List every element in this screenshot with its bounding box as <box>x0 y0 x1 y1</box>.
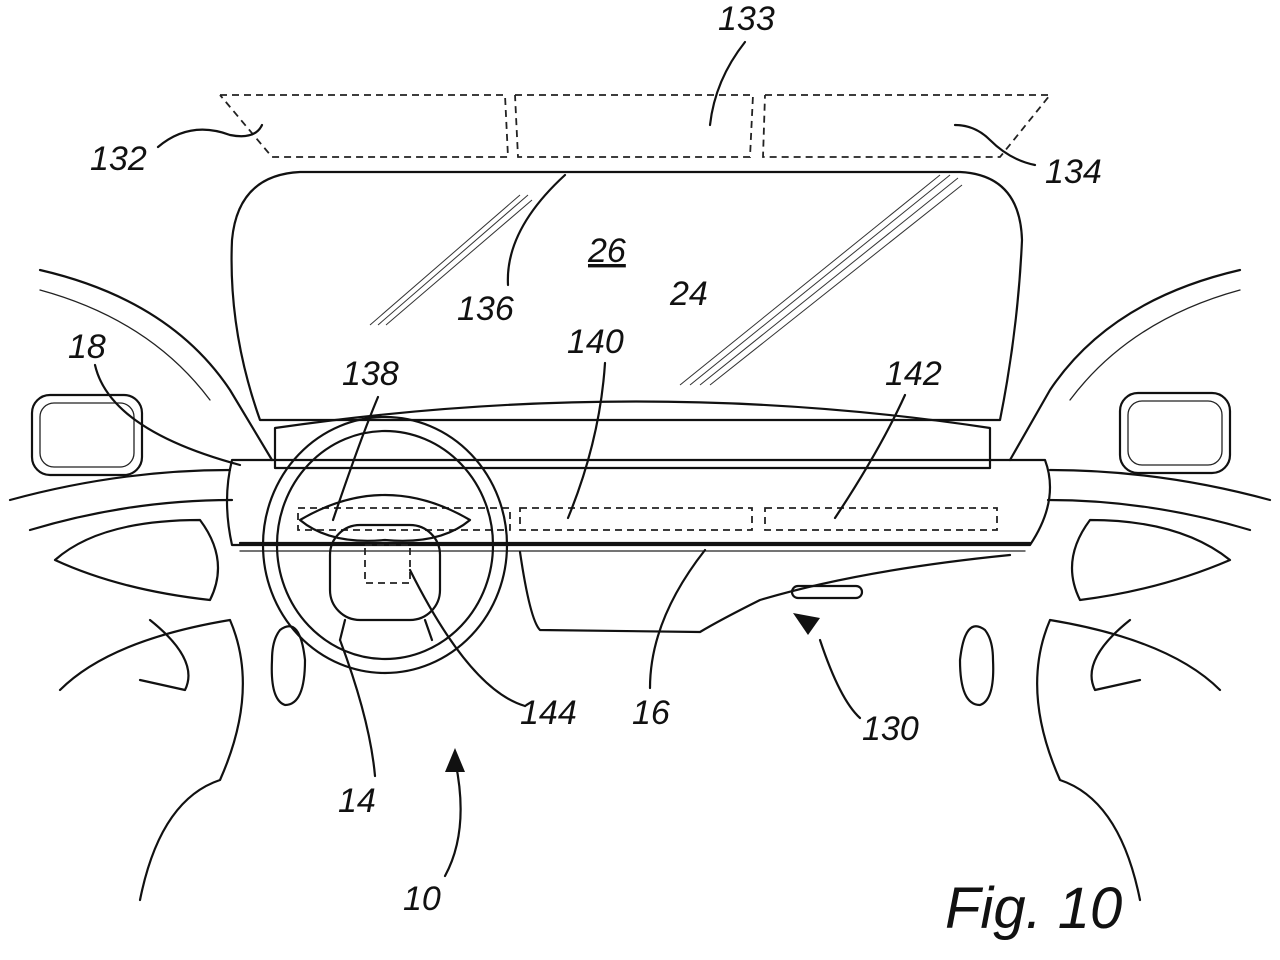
windshield-glare-hatching <box>369 174 963 386</box>
hub-display-144 <box>364 544 411 584</box>
left-side-mirror <box>30 393 144 477</box>
right-door-panel <box>1046 468 1272 532</box>
leader-lines <box>93 40 1037 878</box>
label-138: 138 <box>342 355 399 393</box>
label-130: 130 <box>862 710 919 748</box>
head-up-display-zones <box>219 94 1052 158</box>
label-26: 26 <box>587 232 626 270</box>
dashboard-display-24 <box>273 400 992 470</box>
label-132: 132 <box>90 140 147 178</box>
right-side-mirror <box>1118 391 1232 475</box>
glovebox-handle <box>790 584 864 600</box>
dash-zone-142 <box>764 507 998 531</box>
left-door-pocket <box>270 625 307 707</box>
steering-wheel-14 <box>261 415 509 675</box>
label-133: 133 <box>718 0 775 38</box>
label-144: 144 <box>520 694 577 732</box>
label-10: 10 <box>403 880 441 918</box>
right-a-pillar <box>1008 268 1242 462</box>
right-door-pocket <box>958 625 995 707</box>
label-16: 16 <box>632 694 670 732</box>
label-24: 24 <box>669 275 708 313</box>
zone-132 <box>219 94 509 158</box>
left-door-panel <box>8 468 234 532</box>
windshield-26 <box>230 170 1024 422</box>
dash-zone-140 <box>519 507 753 531</box>
glovebox-130 <box>518 550 1012 634</box>
label-142: 142 <box>885 355 942 393</box>
steering-hub <box>328 523 442 622</box>
figure-caption: Fig. 10 <box>945 876 1122 941</box>
zone-133 <box>514 94 754 158</box>
label-14: 14 <box>338 782 376 820</box>
arrowhead-130 <box>793 613 820 635</box>
zone-134 <box>762 94 1052 158</box>
dashboard-16 <box>225 458 1052 547</box>
label-18: 18 <box>68 328 106 366</box>
arrowhead-10 <box>445 748 465 772</box>
label-134: 134 <box>1045 153 1102 191</box>
left-a-pillar <box>38 268 274 462</box>
label-136: 136 <box>457 290 514 328</box>
dash-zone-138 <box>297 507 511 531</box>
label-140: 140 <box>567 323 624 361</box>
